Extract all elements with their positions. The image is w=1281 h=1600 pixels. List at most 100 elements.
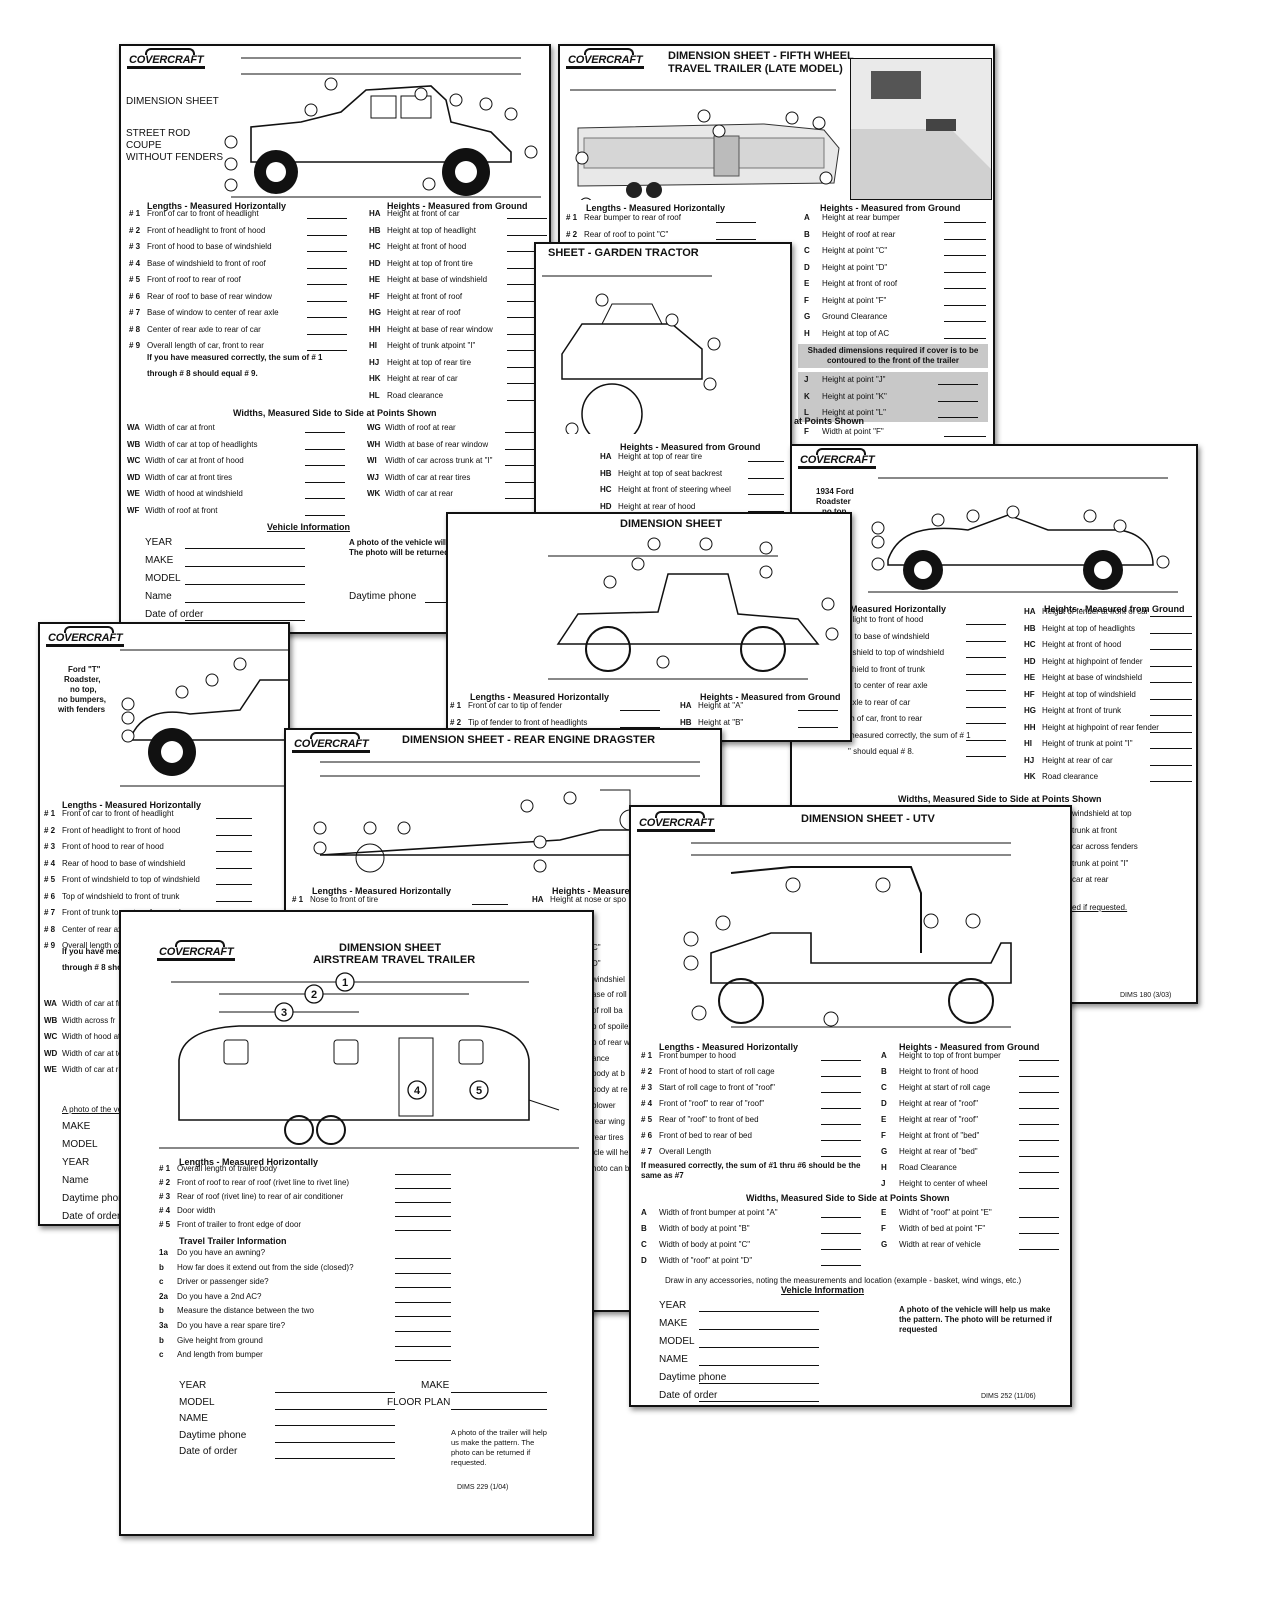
answer-line[interactable] (1150, 621, 1192, 634)
answer-line[interactable] (505, 437, 545, 450)
answer-line[interactable] (821, 1205, 861, 1218)
answer-line[interactable] (938, 389, 978, 402)
answer-line[interactable] (307, 338, 347, 351)
answer-line[interactable] (748, 482, 784, 495)
answer-line[interactable] (944, 243, 986, 256)
answer-line[interactable] (505, 453, 545, 466)
answer-line[interactable] (1150, 736, 1192, 749)
answer-line[interactable] (699, 1351, 819, 1366)
answer-line[interactable] (395, 1319, 451, 1332)
answer-line[interactable] (944, 293, 986, 306)
answer-line[interactable] (1019, 1160, 1059, 1173)
answer-line[interactable] (275, 1378, 395, 1393)
answer-line[interactable] (507, 322, 547, 335)
answer-line[interactable] (507, 305, 547, 318)
answer-line[interactable] (505, 486, 545, 499)
answer-line[interactable] (275, 1444, 395, 1459)
answer-line[interactable] (216, 839, 252, 852)
answer-line[interactable] (505, 420, 545, 433)
answer-line[interactable] (716, 210, 756, 223)
answer-line[interactable] (1150, 670, 1192, 683)
answer-line[interactable] (395, 1304, 451, 1318)
answer-line[interactable] (395, 1190, 451, 1203)
answer-line[interactable] (307, 322, 347, 335)
answer-line[interactable] (305, 420, 345, 433)
answer-line[interactable] (821, 1128, 861, 1141)
answer-line[interactable] (716, 227, 756, 240)
answer-line[interactable] (395, 1275, 451, 1289)
answer-line[interactable] (216, 889, 252, 902)
answer-line[interactable] (395, 1218, 451, 1231)
answer-line[interactable] (395, 1290, 451, 1303)
answer-line[interactable] (275, 1411, 395, 1426)
answer-line[interactable] (620, 698, 660, 711)
answer-line[interactable] (798, 715, 838, 728)
answer-line[interactable] (1150, 604, 1192, 617)
answer-line[interactable] (699, 1315, 819, 1330)
answer-line[interactable] (620, 715, 660, 728)
answer-line[interactable] (944, 276, 986, 289)
answer-line[interactable] (821, 1237, 861, 1250)
answer-line[interactable] (507, 371, 547, 384)
answer-line[interactable] (507, 239, 547, 252)
answer-line[interactable] (821, 1112, 861, 1125)
answer-line[interactable] (966, 612, 1006, 625)
answer-line[interactable] (938, 372, 978, 385)
answer-line[interactable] (507, 206, 547, 219)
answer-line[interactable] (307, 305, 347, 318)
answer-line[interactable] (305, 437, 345, 450)
answer-line[interactable] (966, 678, 1006, 691)
answer-line[interactable] (966, 645, 1006, 658)
answer-line[interactable] (307, 239, 347, 252)
answer-line[interactable] (1019, 1112, 1059, 1125)
answer-line[interactable] (307, 206, 347, 219)
answer-line[interactable] (821, 1064, 861, 1077)
answer-line[interactable] (1150, 753, 1192, 766)
answer-line[interactable] (938, 405, 978, 418)
answer-line[interactable] (395, 1176, 451, 1189)
answer-line[interactable] (185, 570, 305, 585)
answer-line[interactable] (821, 1048, 861, 1061)
answer-line[interactable] (395, 1246, 451, 1259)
floor-plan-field[interactable]: FLOOR PLAN (387, 1395, 551, 1412)
answer-line[interactable] (185, 588, 305, 603)
answer-line[interactable] (1019, 1128, 1059, 1141)
answer-line[interactable] (395, 1334, 451, 1347)
answer-line[interactable] (305, 503, 345, 516)
answer-line[interactable] (275, 1395, 395, 1410)
answer-line[interactable] (507, 272, 547, 285)
answer-line[interactable] (185, 534, 305, 549)
answer-line[interactable] (307, 256, 347, 269)
answer-line[interactable] (185, 606, 305, 621)
answer-line[interactable] (507, 338, 547, 351)
answer-line[interactable] (966, 728, 1006, 741)
answer-line[interactable] (395, 1204, 451, 1217)
answer-line[interactable] (1019, 1080, 1059, 1093)
answer-line[interactable] (307, 223, 347, 236)
answer-line[interactable] (1019, 1237, 1059, 1250)
answer-line[interactable] (748, 449, 784, 462)
answer-line[interactable] (216, 872, 252, 885)
answer-line[interactable] (821, 1144, 861, 1157)
answer-line[interactable] (185, 552, 305, 567)
answer-line[interactable] (505, 470, 545, 483)
answer-line[interactable] (216, 856, 252, 869)
answer-line[interactable] (507, 256, 547, 269)
answer-line[interactable] (395, 1348, 451, 1362)
answer-line[interactable] (944, 326, 986, 339)
answer-line[interactable] (821, 1080, 861, 1093)
answer-line[interactable] (699, 1387, 819, 1402)
answer-line[interactable] (507, 355, 547, 368)
answer-line[interactable] (395, 1162, 451, 1175)
answer-line[interactable] (395, 1261, 451, 1274)
answer-line[interactable] (1019, 1064, 1059, 1077)
answer-line[interactable] (944, 309, 986, 322)
answer-line[interactable] (1019, 1176, 1059, 1189)
answer-line[interactable] (821, 1221, 861, 1234)
answer-line[interactable] (1019, 1205, 1059, 1218)
answer-line[interactable] (966, 629, 1006, 642)
answer-line[interactable] (748, 466, 784, 479)
answer-line[interactable] (944, 227, 986, 240)
answer-line[interactable] (798, 698, 838, 711)
answer-line[interactable] (307, 272, 347, 285)
